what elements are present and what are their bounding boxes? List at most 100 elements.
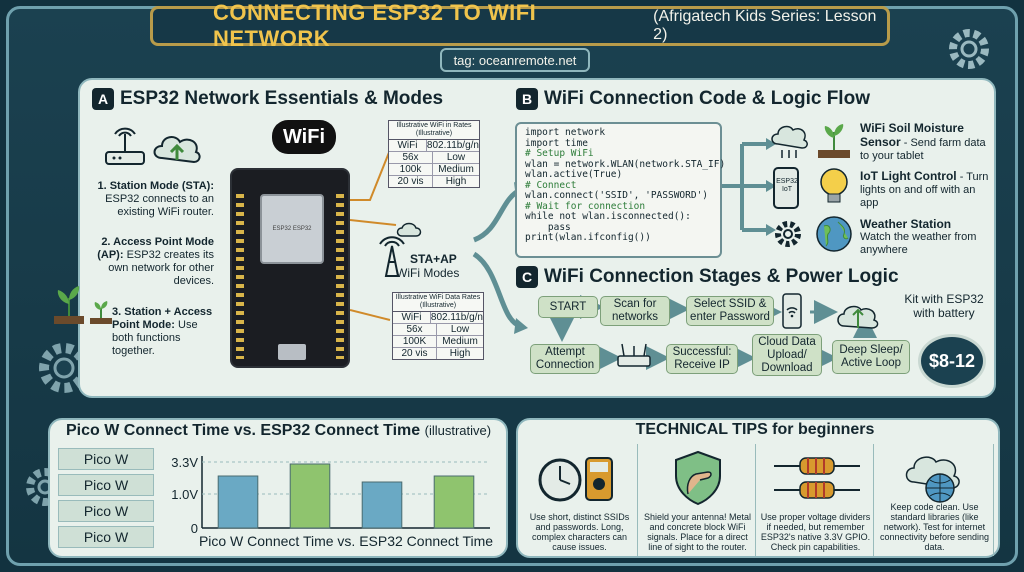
plant-icon <box>54 286 112 324</box>
chart-title-main: Pico W Connect Time vs. ESP32 Connect Ti… <box>66 422 421 439</box>
gear-icon <box>949 29 989 69</box>
rate-cell: 802.11b/g/n <box>426 140 479 151</box>
lightbulb-icon <box>820 168 848 203</box>
code-line: wlan.active(True) <box>525 169 623 180</box>
wifi-logo: WiFi <box>272 120 336 154</box>
legend-item: Pico W <box>58 526 154 548</box>
bar <box>217 475 259 529</box>
tip-item: Use proper voltage dividers if needed, b… <box>758 444 874 556</box>
x-axis-label: Pico W Connect Time vs. ESP32 Connect Ti… <box>199 533 493 549</box>
stage-cloud: Cloud Data Upload/ Download <box>752 334 822 376</box>
code-line: # Wait for connection <box>525 200 646 212</box>
app-soil-title: WiFi Soil Moisture Sensor <box>860 121 964 149</box>
rate-cell: 20 vis <box>389 176 433 187</box>
stage-attempt: Attempt Connection <box>530 344 600 374</box>
app-light-control: IoT Light Control - Turn lights on and o… <box>860 170 990 210</box>
app-weather-title: Weather Station <box>860 217 952 231</box>
device-label: ESP32 IoT <box>776 178 798 193</box>
code-line: import network <box>525 127 606 138</box>
tip-text: Keep code clean. Use standard libraries … <box>879 502 990 552</box>
router-icon <box>105 127 145 165</box>
code-line: wlan = network.WLAN(network.STA_IF) <box>525 158 726 170</box>
rate-cell: 56x <box>389 152 433 163</box>
price-badge: $8-12 <box>918 334 986 388</box>
tips-title: TECHNICAL TIPS for beginners <box>635 421 875 438</box>
code-line: wlan.connect('SSID', 'PASSWORD') <box>525 190 709 201</box>
rate-cell: 802.11b/g/n <box>430 312 483 323</box>
app-light-title: IoT Light Control <box>860 169 957 183</box>
board-pins-right <box>336 194 344 359</box>
code-line: print(wlan.ifconfig()) <box>525 232 651 243</box>
gear-icon <box>775 221 801 247</box>
mode-station-text: ESP32 connects to an existing WiFi route… <box>105 193 214 218</box>
code-line: import time <box>525 137 588 149</box>
chart-title: Pico W Connect Time vs. ESP32 Connect Ti… <box>66 422 491 440</box>
rate-cell: WiFi <box>389 140 427 151</box>
mode-station-label: 1. Station Mode (STA): <box>97 180 214 192</box>
wifi-tower-icon <box>379 222 422 277</box>
rate-cell: High <box>449 348 471 359</box>
phone-wifi-icon <box>782 293 802 329</box>
y-tick-label: 3.3V <box>171 455 198 470</box>
mode-access-point: 2. Access Point Mode (AP): ESP32 creates… <box>82 236 214 288</box>
tip-text: Use proper voltage dividers if needed, b… <box>760 512 871 552</box>
rate-table-2: Illustrative WiFi Data Rates (Illustrati… <box>392 292 484 360</box>
bar <box>289 463 331 529</box>
device-icon <box>773 167 799 209</box>
rate-table-2-title: Illustrative WiFi Data Rates (Illustrati… <box>393 293 483 312</box>
esp32-board: ESP32 ESP32 <box>230 168 350 368</box>
page-subtitle: (Afrigatech Kids Series: Lesson 2) <box>653 8 877 43</box>
section-a-badge: A <box>92 88 114 110</box>
section-a-heading: A ESP32 Network Essentials & Modes <box>92 88 443 110</box>
tip-text: Shield your antenna! Metal and concrete … <box>643 512 752 552</box>
mode-sta-ap-text: Use both functions together. <box>112 319 198 357</box>
mode-sta-ap-label: 3. Station + Access Point Mode: <box>112 306 213 331</box>
mode-ap-text: ESP32 creates its own network for other … <box>108 249 214 287</box>
tip-text: Use short, distinct SSIDs and passwords.… <box>529 512 630 552</box>
cloud-icon <box>771 125 808 158</box>
y-tick-label: 1.0V <box>171 487 198 502</box>
sta-ap-label: STA+AP <box>410 252 457 266</box>
section-a-title: ESP32 Network Essentials & Modes <box>120 88 444 109</box>
code-line: while not wlan.isconnected(): <box>525 211 691 222</box>
app-light-text: - Turn lights on and off with an app <box>860 171 989 209</box>
section-b-title: WiFi Connection Code & Logic Flow <box>544 88 870 109</box>
cloud-upload-icon <box>153 136 201 164</box>
tip-item: Keep code clean. Use standard libraries … <box>876 444 994 556</box>
router-icon <box>617 343 651 367</box>
globe-icon <box>816 216 852 252</box>
legend-item: Pico W <box>58 474 154 496</box>
section-c-badge: C <box>516 266 538 288</box>
legend-item: Pico W <box>58 500 154 522</box>
rate-cell: 20 vis <box>393 348 437 359</box>
rate-cell: Medium <box>442 336 478 347</box>
section-b-heading: B WiFi Connection Code & Logic Flow <box>516 88 870 110</box>
mode-ap-label: 2. Access Point Mode (AP): <box>97 236 214 261</box>
app-weather-text: Watch the weather from anywhere <box>860 231 977 256</box>
app-soil-sensor: WiFi Soil Moisture Sensor - Send farm da… <box>860 122 990 163</box>
rate-table-1-title: Illustrative WiFi in Rates (Illustrative… <box>389 121 479 140</box>
rate-cell: Medium <box>438 164 474 175</box>
sta-ap-sub: WiFi Modes <box>396 266 460 280</box>
section-c-heading: C WiFi Connection Stages & Power Logic <box>516 266 899 288</box>
rate-cell: 100k <box>389 164 433 175</box>
kit-text: Kit with ESP32 with battery <box>904 292 984 320</box>
title-banner: CONNECTING ESP32 TO WIFI NETWORK (Afriga… <box>150 0 890 51</box>
stage-sleep: Deep Sleep/ Active Loop <box>832 340 910 374</box>
section-b-badge: B <box>516 88 538 110</box>
tip-item: Shield your antenna! Metal and concrete … <box>640 444 756 556</box>
rate-table-1: Illustrative WiFi in Rates (Illustrative… <box>388 120 480 188</box>
stage-start: START <box>538 296 598 318</box>
bar <box>361 481 403 529</box>
resistor-icon <box>774 457 860 499</box>
legend-item: Pico W <box>58 448 154 470</box>
tag-label: tag: oceanremote.net <box>440 48 590 72</box>
mode-station-ap: 3. Station + Access Point Mode: Use both… <box>112 306 216 358</box>
rate-cell: 100K <box>393 336 437 347</box>
stage-scan: Scan for networks <box>600 296 670 326</box>
page-title: CONNECTING ESP32 TO WIFI NETWORK <box>213 0 537 51</box>
rate-cell: Low <box>450 324 470 335</box>
code-line: # Setup WiFi <box>525 148 594 159</box>
